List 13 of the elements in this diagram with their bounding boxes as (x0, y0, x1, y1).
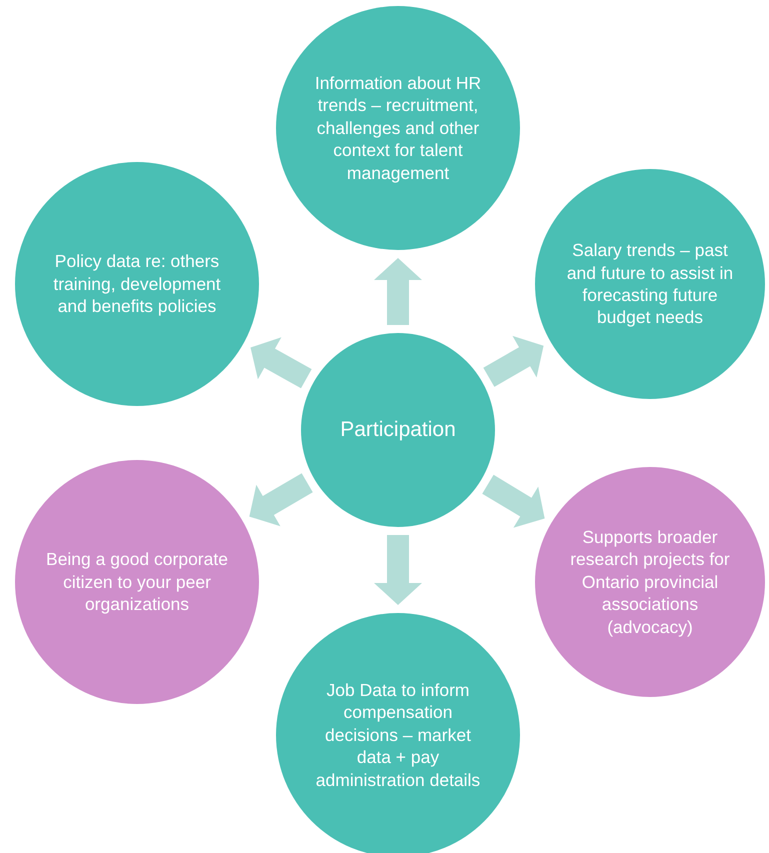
center-label: Participation (340, 416, 456, 443)
circle-text: Job Data to inform compensation decisions – market data + pay administration details (314, 679, 482, 791)
block-arrow (483, 336, 544, 387)
block-arrow (482, 474, 545, 528)
circle-text: Information about HR trends – recruitment, challenges and other context for talent management (314, 72, 482, 184)
block-arrow (374, 535, 422, 605)
circle-text: Being a good corporate citizen to your peer organizations (45, 548, 229, 616)
block-arrow (249, 473, 313, 526)
block-arrow (374, 258, 422, 325)
block-arrow (250, 337, 312, 388)
circle-text: Policy data re: others training, development and benefits policies (52, 250, 222, 318)
circle-text: Salary trends – past and future to assist in forecasting future budget needs (566, 239, 734, 329)
circle-text: Supports broader research projects for Ontario provincial associations (advocacy) (569, 526, 731, 638)
